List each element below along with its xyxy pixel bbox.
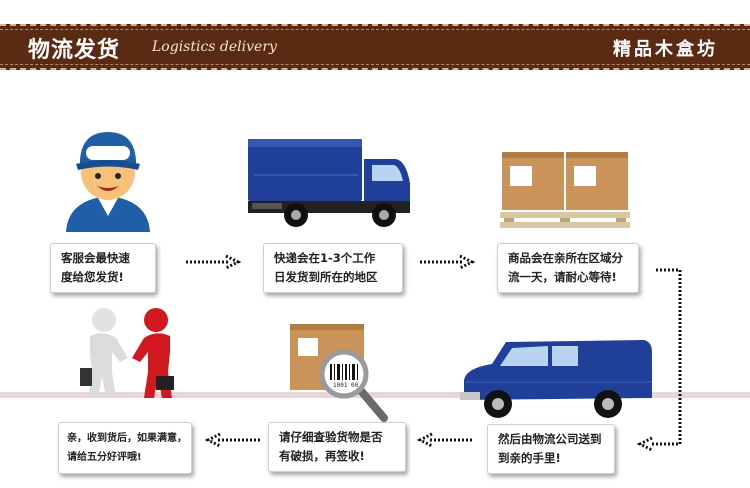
step-3-line2: 流一天，请耐心等待!: [508, 270, 617, 284]
delivery-truck-icon: [248, 139, 410, 227]
arrow-down-turn-icon: [636, 268, 682, 452]
inspect-package-icon: [290, 324, 388, 422]
banner-stitching: [0, 29, 750, 65]
delivery-van-icon: [460, 340, 652, 418]
step-1-line1: 客服会最快速: [61, 251, 130, 265]
step-1-box: 客服会最快速 度给您发货!: [50, 243, 156, 293]
arrow-left-1-icon: [416, 432, 472, 448]
arrow-right-2-icon: [420, 254, 476, 270]
handshake-icon: [80, 308, 174, 398]
step-3-box: 商品会在亲所在区域分 流一天，请耐心等待!: [497, 243, 639, 293]
barcode-number: 1001 00: [333, 382, 359, 389]
arrow-left-2-icon: [204, 432, 260, 448]
arrow-right-1-icon: [186, 254, 242, 270]
brand-name: 精品木盒坊: [613, 39, 718, 60]
step-6-box: 亲，收到货后，如果满意， 请给五分好评哦!: [58, 422, 192, 474]
step-6-line1: 亲，收到货后，如果满意，: [67, 433, 187, 444]
header-banner: 物流发货 Logistics delivery 精品木盒坊: [0, 24, 750, 70]
step-1-line2: 度给您发货!: [61, 270, 124, 284]
step-4-box: 然后由物流公司送到 到亲的手里!: [487, 424, 615, 474]
step-5-line2: 有破损，再签收!: [279, 449, 365, 463]
step-5-line1: 请仔细查验货物是否: [279, 430, 383, 444]
road-line: [0, 392, 750, 398]
step-2-line2: 日发货到所在的地区: [274, 270, 378, 284]
step-2-box: 快递会在1-3个工作 日发货到所在的地区: [263, 243, 403, 293]
cargo-boxes-icon: [500, 152, 630, 228]
page-subtitle: Logistics delivery: [152, 39, 277, 55]
step-3-line1: 商品会在亲所在区域分: [508, 251, 623, 265]
step-5-box: 请仔细查验货物是否 有破损，再签收!: [268, 422, 406, 472]
step-2-line1: 快递会在1-3个工作: [274, 251, 376, 265]
step-6-line2: 请给五分好评哦!: [67, 452, 142, 463]
step-4-line2: 到亲的手里!: [498, 451, 561, 465]
step-4-line1: 然后由物流公司送到: [498, 432, 602, 446]
customer-service-icon: [66, 132, 150, 232]
page-title: 物流发货: [28, 38, 121, 63]
